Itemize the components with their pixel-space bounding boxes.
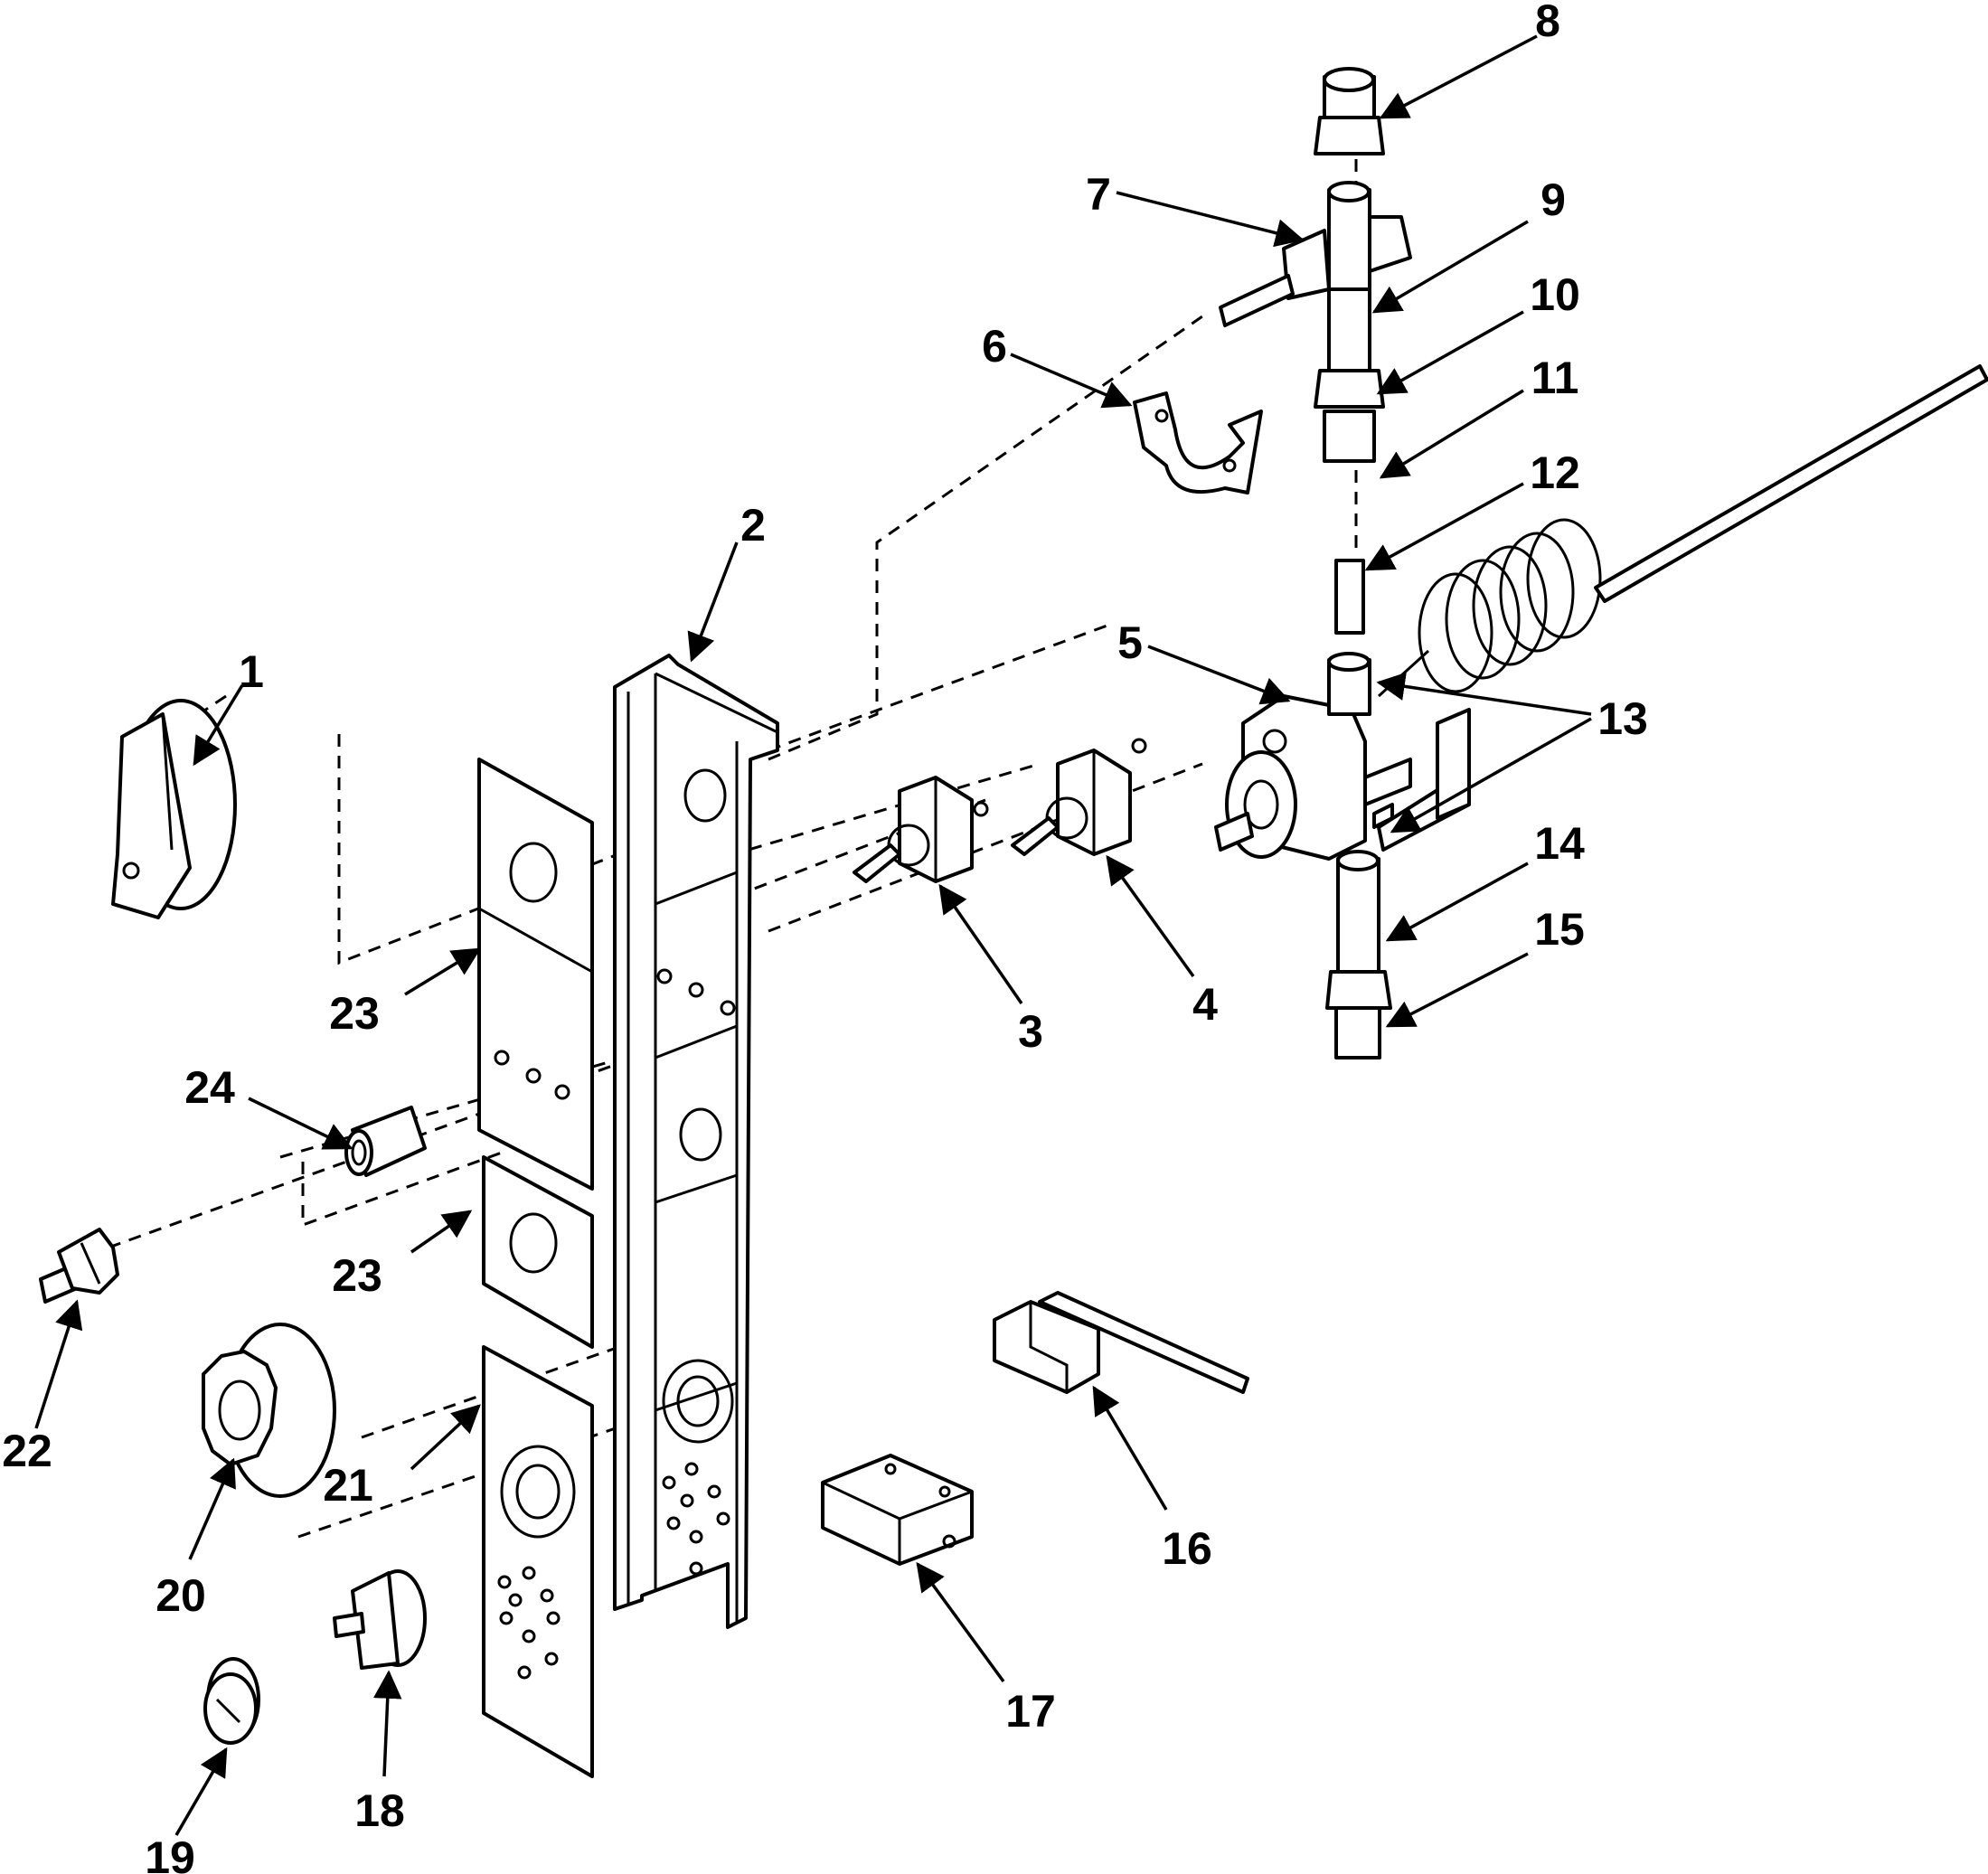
callout-9: 9: [1540, 174, 1566, 225]
callout-3: 3: [1018, 1006, 1043, 1057]
leader-arrows: [34, 34, 1592, 1836]
callout-13: 13: [1597, 693, 1648, 744]
small-toggle-switch: [39, 1228, 119, 1304]
callout-19: 19: [145, 1832, 195, 1874]
callout-11: 11: [1531, 353, 1579, 403]
callout-5: 5: [1117, 617, 1143, 668]
control-knob: [111, 699, 237, 919]
micro-switch: [993, 1291, 1249, 1394]
callout-23-upper: 23: [329, 988, 380, 1039]
callout-2: 2: [740, 500, 766, 551]
callout-1: 1: [239, 646, 264, 697]
callout-14: 14: [1534, 818, 1585, 869]
callout-22: 22: [2, 1426, 52, 1476]
callout-17: 17: [1005, 1686, 1056, 1737]
cap-knob: [203, 1657, 260, 1745]
junction-box: [821, 1454, 974, 1566]
toggle-switch-4: [1011, 738, 1147, 856]
gas-valve: [1214, 694, 1471, 861]
callout-4: 4: [1192, 979, 1218, 1030]
callout-20: 20: [155, 1570, 206, 1621]
pipe-clamp: [1133, 391, 1263, 494]
callout-21: 21: [323, 1460, 373, 1511]
callout-15: 15: [1534, 904, 1585, 955]
callout-7: 7: [1086, 169, 1111, 220]
callout-10: 10: [1530, 269, 1580, 320]
callout-6: 6: [982, 321, 1007, 372]
thermocouple: [1377, 364, 1988, 698]
callout-23-lower: 23: [332, 1250, 382, 1301]
callout-12: 12: [1530, 447, 1580, 498]
indicator-lamp: [344, 1106, 427, 1177]
thermostat-dial: [333, 1569, 427, 1670]
bezel: [202, 1323, 336, 1498]
valve-fitting-stack: [1219, 67, 1412, 1059]
callout-24: 24: [184, 1062, 235, 1113]
channel-bracket: [613, 654, 779, 1629]
callout-16: 16: [1162, 1523, 1212, 1574]
callout-labels: 1 2 3 4 5 6 7 8 9 10 11 12 13 14 15 16 1…: [2, 0, 1648, 1874]
callout-18: 18: [354, 1785, 405, 1836]
callout-8: 8: [1535, 0, 1560, 46]
label-plates: [477, 758, 594, 1778]
toggle-switch-3: [853, 776, 989, 883]
